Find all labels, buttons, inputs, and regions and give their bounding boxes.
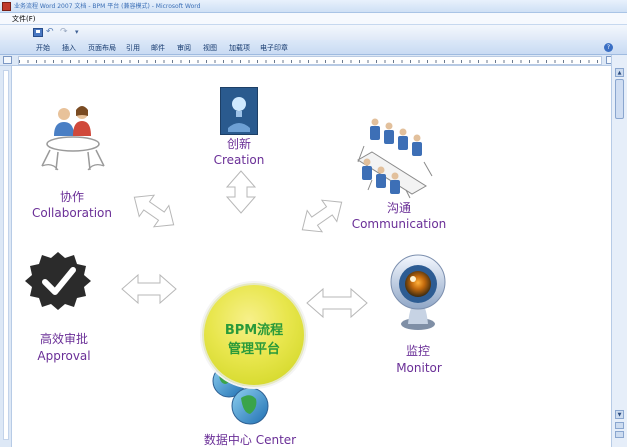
arrow-collaboration [127,187,181,236]
save-icon[interactable] [33,28,43,37]
collaboration-people-icon [42,106,104,170]
approval-label-en: Approval [32,349,96,363]
scroll-thumb[interactable] [615,79,624,119]
ruler-row [0,55,627,66]
arrow-communication [295,192,349,241]
customize-toolbar-icon[interactable]: ▾ [75,28,85,37]
tab-stop-selector-icon[interactable] [3,56,12,64]
center-title-line2: 管理平台 [204,338,304,357]
tab-addins[interactable]: 加载项 [229,43,250,53]
next-page-icon[interactable] [615,431,624,438]
datacenter-label: 数据中心 Center [190,431,310,447]
tab-view[interactable]: 视图 [203,43,217,53]
bpm-platform-circle: BPM流程 管理平台 [202,283,306,387]
monitor-label-en: Monitor [392,361,446,375]
scroll-down-icon[interactable]: ▼ [615,410,624,419]
quick-access-toolbar: ↶ ↷ ▾ [0,25,627,40]
tab-insert[interactable]: 插入 [62,43,76,53]
monitor-label-zh: 监控 [396,342,440,359]
vertical-scrollbar[interactable]: ▲ ▼ [611,55,627,447]
tab-page-layout[interactable]: 页面布局 [88,43,116,53]
arrow-approval [122,275,176,303]
bpm-diagram [12,66,610,447]
tab-e-seal[interactable]: 电子印章 [260,43,288,53]
approval-label-zh: 高效审批 [32,330,96,347]
vertical-ruler[interactable] [0,66,12,447]
creation-label-zh: 创新 [217,135,261,152]
previous-page-icon[interactable] [615,422,624,429]
lightbulb-icon [220,87,258,135]
ribbon-tabs: 开始 插入 页面布局 引用 邮件 审阅 视图 加载项 电子印章 ? [0,40,627,55]
help-icon[interactable]: ? [604,43,613,52]
center-title-line1: BPM流程 [204,319,304,338]
webcam-icon [391,255,445,330]
collaboration-label-zh: 协作 [50,188,94,205]
menu-file[interactable]: 文件(F) [12,14,36,24]
collaboration-label-en: Collaboration [26,206,118,220]
horizontal-ruler[interactable] [18,56,602,65]
undo-icon[interactable]: ↶ [46,28,56,37]
word-app-icon[interactable] [2,2,11,11]
approval-check-badge-icon [25,252,91,310]
window-title: 业务流程 Word 2007 文档 - BPM 平台 (兼容模式) - Micr… [14,1,200,10]
tab-home[interactable]: 开始 [36,43,50,53]
scroll-up-icon[interactable]: ▲ [615,68,624,77]
tab-references[interactable]: 引用 [126,43,140,53]
tab-mailings[interactable]: 邮件 [151,43,165,53]
tab-review[interactable]: 审阅 [177,43,191,53]
communication-label-zh: 沟通 [377,199,421,216]
title-bar: 业务流程 Word 2007 文档 - BPM 平台 (兼容模式) - Micr… [0,0,627,13]
meeting-room-icon [358,119,432,199]
creation-label-en: Creation [212,153,266,167]
arrow-creation [227,171,255,213]
document-page[interactable]: 创新 Creation 协作 Collaboration 沟通 Communic… [12,66,610,447]
menu-bar: 文件(F) [0,13,627,25]
arrow-monitor [307,289,367,317]
communication-label-en: Communication [349,217,449,231]
redo-icon[interactable]: ↷ [60,28,70,37]
